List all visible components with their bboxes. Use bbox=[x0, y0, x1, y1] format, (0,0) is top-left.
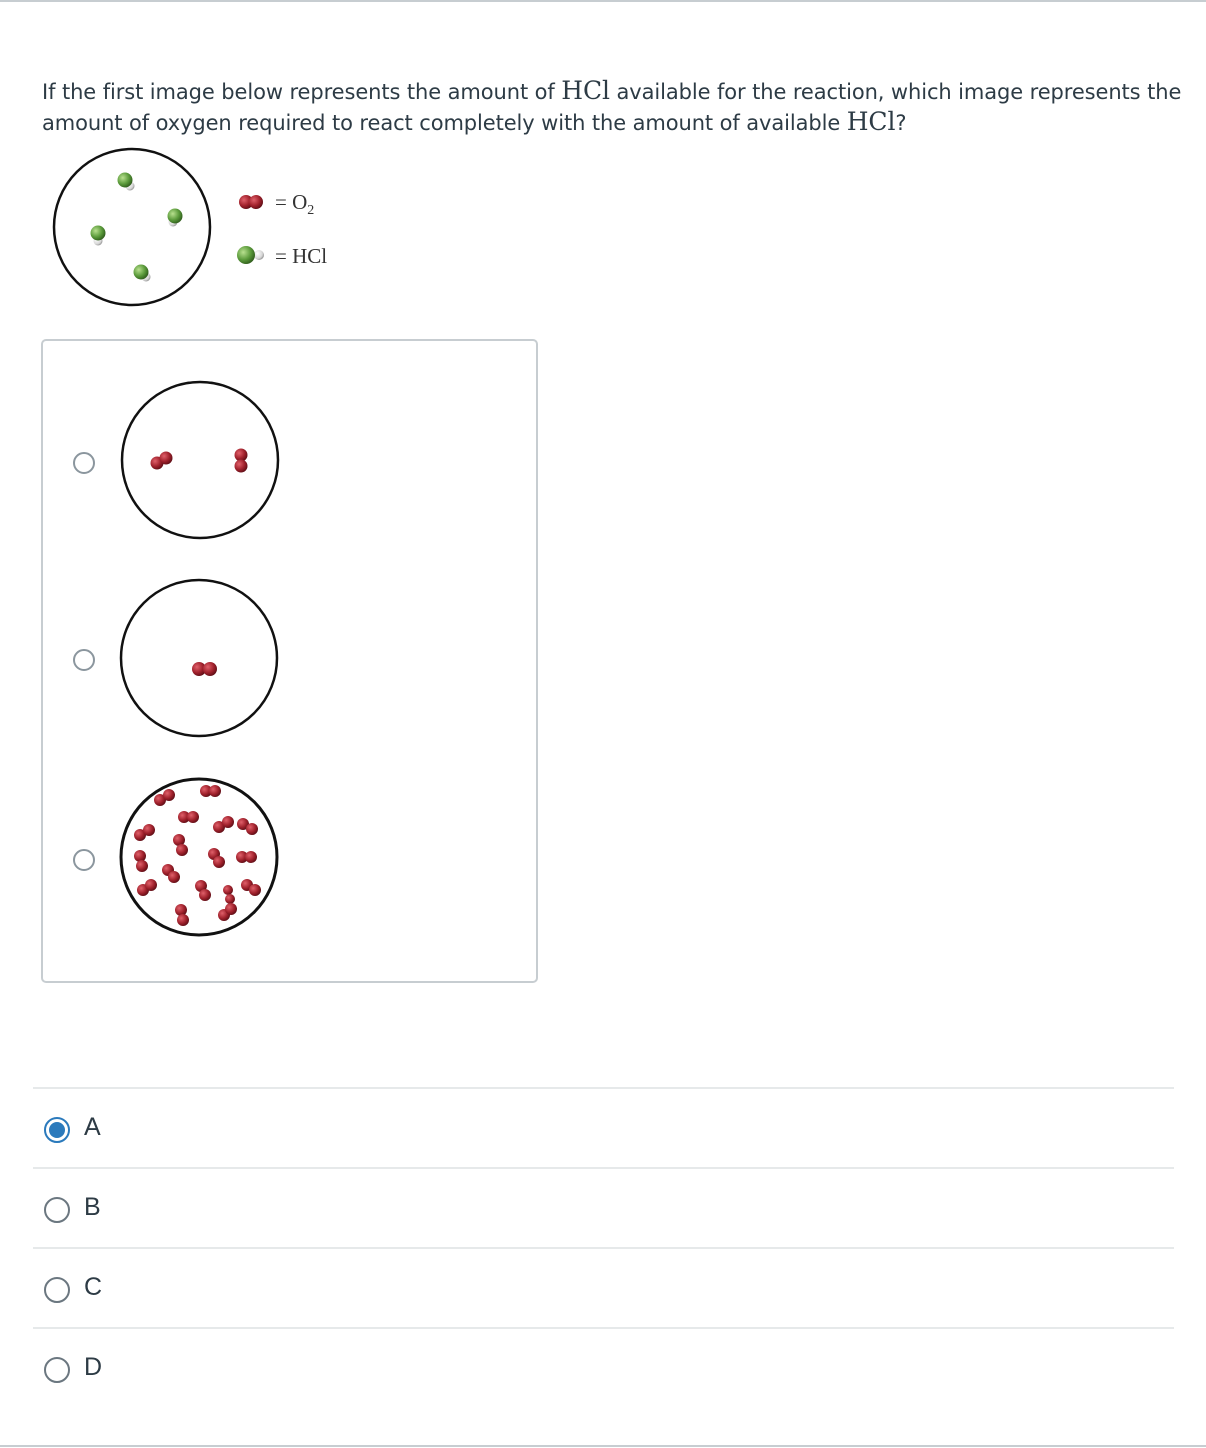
image-option-1 bbox=[120, 380, 280, 540]
answer-radio-c[interactable] bbox=[44, 1277, 70, 1303]
o2-molecule-cluster bbox=[134, 785, 261, 926]
answer-label-b: B bbox=[84, 1193, 101, 1221]
hcl-molecule bbox=[117, 172, 135, 191]
formula-hcl: HCl bbox=[561, 76, 610, 105]
answer-option-c[interactable]: C bbox=[33, 1247, 1174, 1327]
answer-label-a: A bbox=[84, 1113, 101, 1141]
o2-molecule bbox=[234, 448, 248, 473]
question-text: If the first image below represents the … bbox=[42, 76, 1182, 138]
o2-molecule bbox=[150, 451, 173, 470]
answer-radio-a[interactable] bbox=[44, 1117, 70, 1143]
hcl-molecule bbox=[133, 264, 151, 282]
o2-molecule bbox=[192, 662, 217, 676]
image-option-radio-2[interactable] bbox=[73, 649, 95, 671]
image-options-box bbox=[41, 339, 538, 983]
hcl-reference-figure: = O2 = HCl bbox=[52, 147, 327, 307]
answer-label-c: C bbox=[84, 1273, 103, 1301]
question-text-middle: available for the reaction, which image … bbox=[42, 80, 1182, 135]
hcl-sample-circle bbox=[52, 147, 212, 307]
hcl-legend-label: = HCl bbox=[275, 244, 327, 268]
answer-label-d: D bbox=[84, 1353, 103, 1381]
answer-radio-b[interactable] bbox=[44, 1197, 70, 1223]
answer-option-d[interactable]: D bbox=[33, 1327, 1174, 1407]
image-option-2 bbox=[119, 578, 279, 738]
answer-radio-d[interactable] bbox=[44, 1357, 70, 1383]
o2-legend-molecule bbox=[239, 195, 263, 209]
bottom-divider bbox=[0, 1445, 1206, 1447]
question-text-before: If the first image below represents the … bbox=[42, 80, 562, 104]
formula-hcl: HCl bbox=[846, 107, 896, 136]
top-divider bbox=[0, 0, 1206, 2]
image-option-radio-3[interactable] bbox=[73, 849, 95, 871]
question-text-after: ? bbox=[895, 111, 907, 135]
answer-option-b[interactable]: B bbox=[33, 1167, 1174, 1247]
answer-option-a[interactable]: A bbox=[33, 1087, 1174, 1167]
image-option-radio-1[interactable] bbox=[73, 452, 95, 474]
image-option-3 bbox=[119, 777, 279, 937]
answer-list: A B C D bbox=[33, 1087, 1174, 1407]
hcl-molecule bbox=[167, 208, 183, 227]
o2-legend-label: = O2 bbox=[275, 190, 314, 218]
hcl-legend-molecule bbox=[237, 246, 264, 264]
hcl-molecule bbox=[90, 225, 106, 246]
